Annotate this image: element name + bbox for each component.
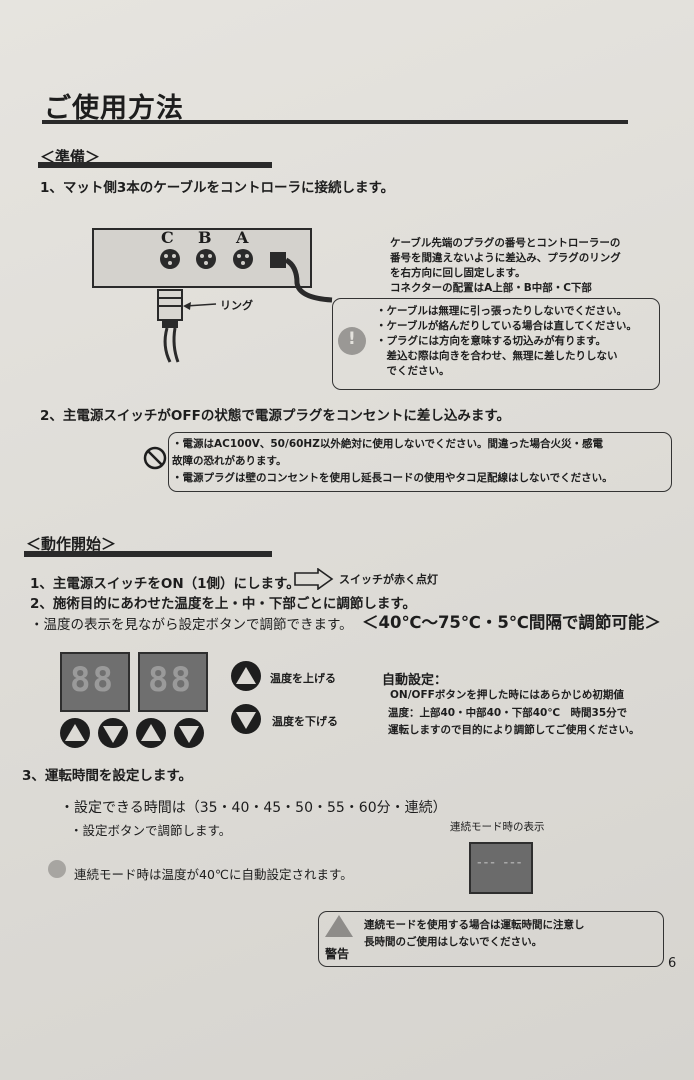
connector-label-a: A xyxy=(236,228,249,247)
operation-heading: ＜動作開始＞ xyxy=(26,535,117,553)
auto-setting-line-3: 運転しますので目的により調節してご使用ください。 xyxy=(388,724,640,736)
cable-caution-line-4: 差込む際は向きを合わせ、無理に差したりしない xyxy=(376,350,618,362)
up-button-1[interactable] xyxy=(60,718,90,748)
time-options-line: ・設定できる時間は（35・40・45・50・55・60分・連続） xyxy=(60,800,447,816)
temp-adjust-line: ・温度の表示を見ながら設定ボタンで調節できます。 xyxy=(30,617,353,633)
temp-display-1-digits: 88 xyxy=(70,660,115,700)
plug-note-line-4: コネクターの配置はA上部・B中部・C下部 xyxy=(390,282,592,294)
ring-label: リング xyxy=(220,299,253,312)
usage-warning-line-1: 連続モードを使用する場合は運転時間に注意し xyxy=(364,919,585,931)
warning-triangle-icon xyxy=(325,915,353,937)
right-arrow-icon xyxy=(294,568,334,590)
plug-note-line-3: を右方向に回し固定します。 xyxy=(390,267,526,279)
prep-step2: 2、主電源スイッチがOFFの状態で電源プラグをコンセントに差し込みます。 xyxy=(40,408,510,424)
caution-icon xyxy=(338,327,366,355)
plug-note-line-1: ケーブル先端のプラグの番号とコントローラーの xyxy=(390,237,621,249)
operation-heading-rule xyxy=(24,551,272,557)
auto-setting-title: 自動設定： xyxy=(382,673,448,688)
operation-step3: 3、運転時間を設定します。 xyxy=(22,768,193,784)
raise-temp-icon xyxy=(231,661,261,691)
page-number: 6 xyxy=(668,956,677,971)
usage-warning-box xyxy=(318,911,664,967)
cable-caution-line-3: ・プラグには方向を意味する切込みが有ります。 xyxy=(376,335,606,347)
prep-step1: 1、マット側3本のケーブルをコントローラに接続します。 xyxy=(40,180,395,196)
connector-label-b: B xyxy=(198,228,212,247)
cable-caution-line-2: ・ケーブルが絡んだりしている場合は直してください。 xyxy=(376,320,637,332)
cable-caution-box xyxy=(332,298,660,390)
auto-setting-line-1: ON/OFFボタンを押した時にはあらかじめ初期値 xyxy=(390,689,624,701)
operation-step2: 2、施術目的にあわせた温度を上・中・下部ごとに調節します。 xyxy=(30,596,417,612)
continuous-mode-label: 連続モード時の表示 xyxy=(450,821,545,833)
temp-display-2-digits: 88 xyxy=(148,660,193,700)
info-icon xyxy=(48,860,66,878)
raise-temp-label: 温度を上げる xyxy=(270,672,336,685)
lower-temp-icon xyxy=(231,704,261,734)
prep-heading: ＜準備＞ xyxy=(40,148,101,166)
plug-note-line-2: 番号を間違えないように差込み、プラグのリング xyxy=(390,252,621,264)
prohibited-icon xyxy=(143,446,167,470)
operation-step1: 1、主電源スイッチをON（1側）にします。 xyxy=(30,576,300,592)
caution-icon-mark: ! xyxy=(348,329,356,349)
cable-caution-line-1: ・ケーブルは無理に引っ張ったりしないでください。 xyxy=(376,305,628,317)
connector-label-c: C xyxy=(161,228,174,247)
title-rule xyxy=(42,120,628,124)
up-button-2[interactable] xyxy=(136,718,166,748)
temp-display-1: 88 xyxy=(60,652,130,712)
prep-heading-rule xyxy=(38,162,272,168)
auto-setting-line-2: 温度：上部40・中部40・下部40℃ 時間35分で xyxy=(388,707,628,719)
lower-temp-label: 温度を下げる xyxy=(272,715,338,728)
power-warning-line-3: ・電源プラグは壁のコンセントを使用し延長コードの使用やタコ足配線はしないでくださ… xyxy=(172,472,613,484)
power-warning-line-2: 故障の恐れがあります。 xyxy=(172,455,287,467)
continuous-mode-note: 連続モード時は温度が40℃に自動設定されます。 xyxy=(74,867,353,882)
power-warning-box xyxy=(168,432,672,492)
page-title: ご使用方法 xyxy=(44,93,184,124)
warning-word: 警告 xyxy=(325,947,350,961)
continuous-mode-display xyxy=(469,842,533,894)
usage-warning-line-2: 長時間のご使用はしないでください。 xyxy=(364,936,543,948)
temp-range: ＜40℃～75℃・5℃間隔で調節可能＞ xyxy=(362,613,661,632)
temp-display-2: 88 xyxy=(138,652,208,712)
connector-drawing xyxy=(157,249,333,363)
switch-lit-note: スイッチが赤く点灯 xyxy=(339,573,438,586)
set-button-line: ・設定ボタンで調節します。 xyxy=(70,823,232,838)
continuous-mode-display-text: --- --- xyxy=(476,856,523,869)
power-warning-line-1: ・電源はAC100V、50/60HZ以外絶対に使用しないでください。間違った場合… xyxy=(172,438,604,450)
down-button-1[interactable] xyxy=(98,718,128,748)
cable-caution-line-5: でください。 xyxy=(376,365,450,377)
down-button-2[interactable] xyxy=(174,718,204,748)
